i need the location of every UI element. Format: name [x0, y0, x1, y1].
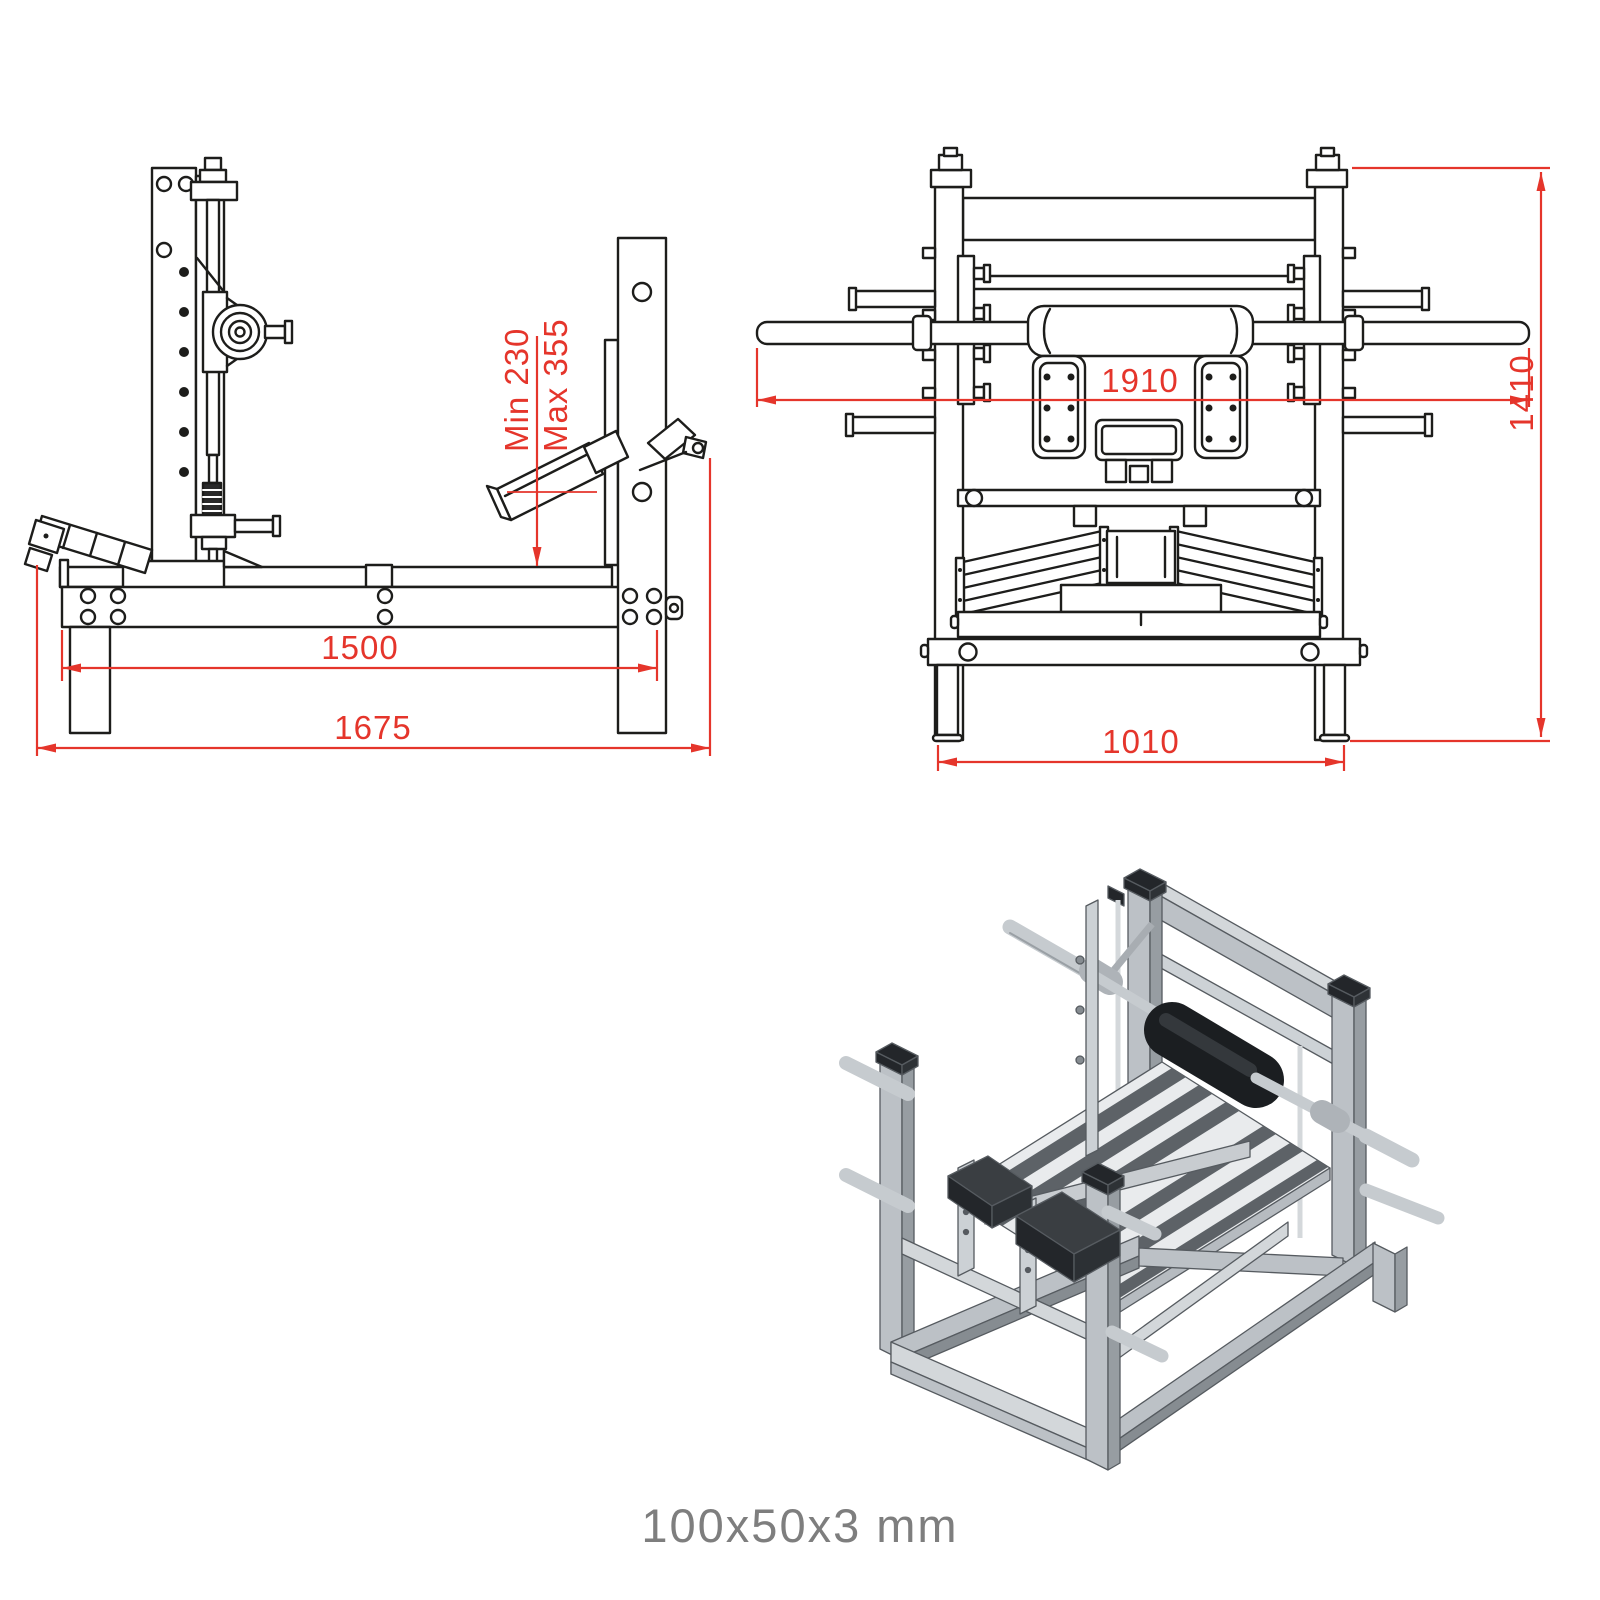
base-rail	[60, 585, 660, 629]
dim-label-1410: 1410	[1503, 354, 1540, 431]
handwheel	[211, 303, 269, 361]
base-bolt-holes	[79, 587, 394, 626]
caption-tube-size: 100x50x3 mm	[641, 1499, 958, 1552]
front-foot	[68, 625, 112, 735]
iso-left-horns	[839, 1056, 915, 1213]
roller-brackets	[1031, 354, 1249, 460]
dim-label-max: Max 355	[537, 318, 574, 452]
side-view-dimensions: Min 230 Max 355 1500 1675	[35, 318, 712, 756]
lower-bracket	[189, 513, 237, 539]
left-upper-horn	[853, 289, 937, 309]
left-lower-horn	[850, 415, 937, 435]
angled-pad	[485, 417, 708, 522]
front-view-dimensions: 1910 1410 1010	[755, 166, 1550, 771]
dim-label-1675: 1675	[334, 709, 411, 746]
adjustment-holes	[179, 267, 189, 477]
base-band-lower	[926, 637, 1362, 667]
front-right-leg	[1322, 663, 1347, 737]
top-crossbar	[961, 196, 1317, 242]
dim-pad-height: Min 230 Max 355	[498, 318, 597, 566]
dim-label-min: Min 230	[498, 328, 535, 452]
roller-pad	[1026, 304, 1255, 358]
dim-1500: 1500	[60, 629, 659, 681]
screw-top-bracket	[189, 180, 239, 202]
dim-1410: 1410	[1350, 166, 1550, 743]
iso-right-horns	[1359, 1183, 1445, 1225]
foot-wedges	[954, 525, 1324, 618]
isometric-view	[839, 868, 1445, 1471]
dim-label-1500: 1500	[321, 629, 398, 666]
mid-member	[956, 488, 1322, 508]
dim-label-1010: 1010	[1102, 723, 1179, 760]
iso-foot-pads	[947, 1155, 1121, 1283]
dim-label-1910: 1910	[1101, 362, 1178, 399]
base-band-upper	[956, 610, 1322, 639]
right-lower-horn	[1341, 415, 1428, 435]
iso-base-frame	[890, 1221, 1408, 1465]
right-upper-horn	[1341, 289, 1425, 309]
dim-1910: 1910	[755, 348, 1531, 407]
dim-1675: 1675	[35, 458, 712, 756]
side-upright-plate	[150, 166, 198, 589]
second-crossbar	[961, 274, 1317, 291]
foot-plate	[23, 514, 154, 575]
dim-1010: 1010	[936, 723, 1346, 771]
front-view	[755, 146, 1531, 743]
iso-roller-pad	[1144, 1002, 1284, 1108]
front-left-leg	[935, 663, 960, 737]
